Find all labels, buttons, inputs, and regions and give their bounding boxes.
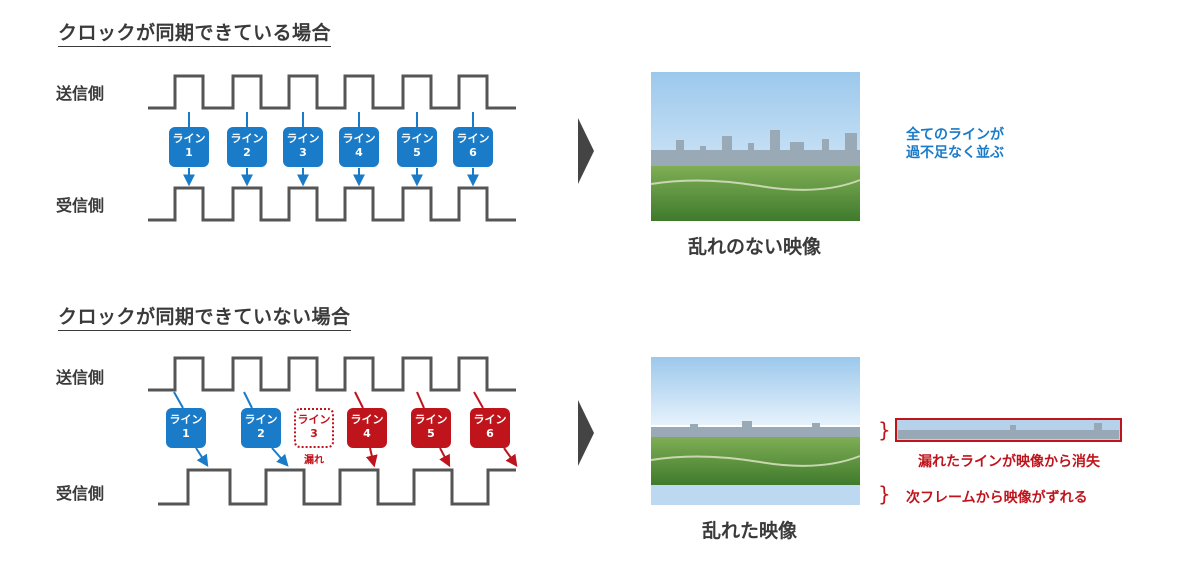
line-number: 1	[185, 146, 193, 159]
unsynced-sender-label: 送信側	[56, 368, 105, 387]
note-shift: 次フレームから映像がずれる	[906, 490, 1088, 506]
line-number: 3	[310, 427, 318, 440]
line-label: ライン	[342, 132, 376, 145]
line-number: 2	[257, 427, 265, 440]
synced-line-box: ライン 2	[227, 127, 267, 167]
line-number: 6	[469, 146, 477, 159]
synced-sender-clock	[148, 74, 516, 110]
synced-note-line2: 過不足なく並ぶ	[906, 145, 1004, 161]
dropped-line-strip	[895, 418, 1122, 442]
unsynced-line-box-shifted: ライン 4	[347, 408, 387, 448]
line-label: ライン	[230, 132, 264, 145]
unsynced-line-box: ライン 2	[241, 408, 281, 448]
line-number: 6	[486, 427, 494, 440]
line-number: 2	[243, 146, 251, 159]
unsynced-line-box-missing: ライン 3	[294, 408, 334, 448]
synced-line-box: ライン 4	[339, 127, 379, 167]
unsynced-line-box-shifted: ライン 5	[411, 408, 451, 448]
synced-line-box: ライン 1	[169, 127, 209, 167]
line-number: 5	[413, 146, 421, 159]
synced-sender-label: 送信側	[56, 84, 105, 103]
synced-connectors	[183, 112, 479, 187]
synced-line-box: ライン 6	[453, 127, 493, 167]
result-arrow-unsynced	[578, 400, 594, 466]
unsynced-sender-clock	[148, 356, 516, 392]
line-label: ライン	[172, 132, 206, 145]
brace-shift: }	[878, 482, 891, 506]
line-number: 4	[363, 427, 371, 440]
unsynced-connectors-ok	[173, 391, 289, 468]
line-number: 4	[355, 146, 363, 159]
line-label: ライン	[456, 132, 490, 145]
unsynced-line-box-shifted: ライン 6	[470, 408, 510, 448]
unsynced-receiver-label: 受信側	[56, 484, 105, 503]
synced-heading: クロックが同期できている場合	[58, 18, 332, 47]
line-label: ライン	[400, 132, 434, 145]
line-label: ライン	[297, 413, 331, 426]
unsynced-receiver-clock	[158, 468, 516, 506]
line-label: ライン	[244, 413, 278, 426]
photo-disrupted	[650, 357, 861, 505]
unsynced-heading: クロックが同期できていない場合	[58, 302, 351, 331]
note-missing: 漏れたラインが映像から消失	[918, 454, 1100, 470]
synced-result-caption: 乱れのない映像	[688, 236, 822, 258]
line-label: ライン	[169, 413, 203, 426]
line-number: 1	[182, 427, 190, 440]
synced-note-line1: 全てのラインが	[906, 127, 1004, 143]
synced-receiver-label: 受信側	[56, 196, 105, 215]
line-label: ライン	[350, 413, 384, 426]
unsynced-line-box: ライン 1	[166, 408, 206, 448]
line-number: 3	[299, 146, 307, 159]
photo-intact	[650, 72, 861, 221]
line-number: 5	[427, 427, 435, 440]
synced-line-box: ライン 5	[397, 127, 437, 167]
brace-missing: }	[878, 418, 891, 442]
synced-note: 全てのラインが 過不足なく並ぶ	[906, 126, 1004, 162]
missing-tag: 漏れ	[304, 455, 324, 466]
unsynced-connectors-error	[354, 391, 518, 468]
unsynced-result-caption: 乱れた映像	[702, 520, 798, 542]
line-label: ライン	[286, 132, 320, 145]
result-arrow-synced	[578, 118, 594, 184]
synced-line-box: ライン 3	[283, 127, 323, 167]
line-label: ライン	[414, 413, 448, 426]
synced-receiver-clock	[148, 186, 516, 222]
line-label: ライン	[473, 413, 507, 426]
